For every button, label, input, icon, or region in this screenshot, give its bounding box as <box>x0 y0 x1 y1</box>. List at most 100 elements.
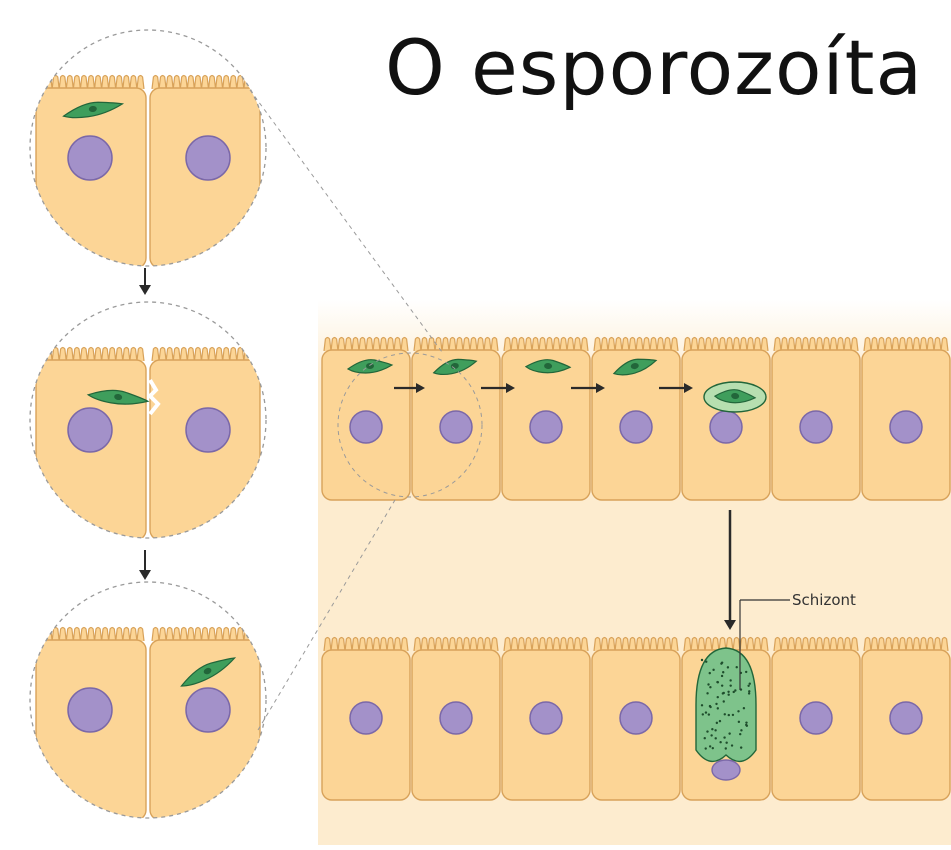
merozoite-dot <box>719 720 721 722</box>
merozoite-dot <box>727 694 729 696</box>
merozoite-dot <box>715 737 717 739</box>
merozoite-dot <box>727 666 729 668</box>
top-cell-7 <box>862 338 950 501</box>
nucleus <box>620 702 652 734</box>
merozoite-dot <box>725 742 727 744</box>
merozoite-dot <box>717 707 719 709</box>
merozoite-dot <box>737 710 739 712</box>
merozoite-dot <box>746 725 748 727</box>
merozoite-dot <box>702 713 704 715</box>
bottom-cell-4 <box>592 638 680 801</box>
merozoite-dot <box>715 703 717 705</box>
merozoite-dot <box>731 744 733 746</box>
nucleus <box>620 411 652 443</box>
merozoite-dot <box>736 666 738 668</box>
nucleus <box>350 411 382 443</box>
zoom-content <box>28 580 268 820</box>
merozoite-dot <box>732 714 734 716</box>
merozoite-dot <box>740 746 742 748</box>
merozoite-dot <box>706 730 708 732</box>
merozoite-dot <box>704 737 706 739</box>
merozoite-dot <box>706 692 708 694</box>
merozoite-dot <box>725 747 727 749</box>
top-cell-5 <box>682 338 770 501</box>
nucleus <box>186 408 230 452</box>
merozoite-dot <box>729 684 731 686</box>
merozoite-dot <box>717 696 719 698</box>
nucleus <box>530 702 562 734</box>
merozoite-dot <box>723 736 725 738</box>
merozoite-dot <box>728 714 730 716</box>
merozoite-dot <box>721 684 723 686</box>
merozoite-dot <box>716 722 718 724</box>
nucleus <box>712 760 740 780</box>
schizont <box>696 648 756 761</box>
merozoite-dot <box>717 681 719 683</box>
nucleus <box>890 411 922 443</box>
merozoite-dot <box>705 711 707 713</box>
merozoite-dot <box>734 689 736 691</box>
bottom-cell-7 <box>862 638 950 801</box>
merozoite-dot <box>707 683 709 685</box>
merozoite-dot <box>712 747 714 749</box>
merozoite-dot <box>724 713 726 715</box>
top-cell-6 <box>772 338 860 501</box>
nucleus <box>68 688 112 732</box>
zoom-content <box>28 300 268 540</box>
merozoite-dot <box>743 707 745 709</box>
merozoite-dot <box>705 747 707 749</box>
zoom-content <box>28 28 268 268</box>
merozoite-dot <box>745 721 747 723</box>
merozoite-dot <box>727 691 729 693</box>
merozoite-dot <box>723 700 725 702</box>
nucleus <box>800 702 832 734</box>
nucleus <box>800 411 832 443</box>
bottom-cell-2 <box>412 638 500 801</box>
arrow-head <box>139 285 151 295</box>
nucleus <box>440 702 472 734</box>
merozoite-dot <box>747 685 749 687</box>
merozoite-dot <box>712 669 714 671</box>
nucleus <box>710 411 742 443</box>
merozoite-dot <box>705 661 707 663</box>
zoom-panel-3 <box>28 580 268 820</box>
nucleus <box>186 136 230 180</box>
nucleus <box>890 702 922 734</box>
merozoite-dot <box>701 704 703 706</box>
zoom-panel-2 <box>28 300 268 540</box>
merozoite-dot <box>709 672 711 674</box>
schizont-label-text: Schizont <box>792 591 856 609</box>
merozoite-dot <box>745 671 747 673</box>
microvilli <box>38 76 144 90</box>
merozoite-dot <box>729 679 731 681</box>
arrow-head <box>139 570 151 580</box>
merozoite-dot <box>739 733 741 735</box>
merozoite-dot <box>711 728 713 730</box>
merozoite-dot <box>709 745 711 747</box>
bottom-cell-6 <box>772 638 860 801</box>
merozoite-dot <box>748 692 750 694</box>
merozoite-dot <box>728 732 730 734</box>
microvilli <box>38 628 144 642</box>
merozoite-dot <box>749 683 751 685</box>
nucleus <box>530 411 562 443</box>
merozoite-dot <box>748 690 750 692</box>
merozoite-dot <box>709 686 711 688</box>
nucleus <box>440 411 472 443</box>
merozoite-dot <box>709 706 711 708</box>
merozoite-dot <box>722 692 724 694</box>
bottom-epithelium-row <box>322 638 950 801</box>
nucleus <box>68 136 112 180</box>
merozoite-dot <box>740 729 742 731</box>
merozoite-dot <box>719 741 721 743</box>
bottom-cell-5 <box>682 638 770 801</box>
merozoite-dot <box>710 734 712 736</box>
microvilli <box>38 348 144 362</box>
bottom-cell-1 <box>322 638 410 801</box>
nucleus <box>68 408 112 452</box>
zoom-panel-1 <box>28 28 268 268</box>
merozoite-dot <box>701 659 703 661</box>
merozoite-dot <box>721 675 723 677</box>
merozoite-dot <box>708 713 710 715</box>
